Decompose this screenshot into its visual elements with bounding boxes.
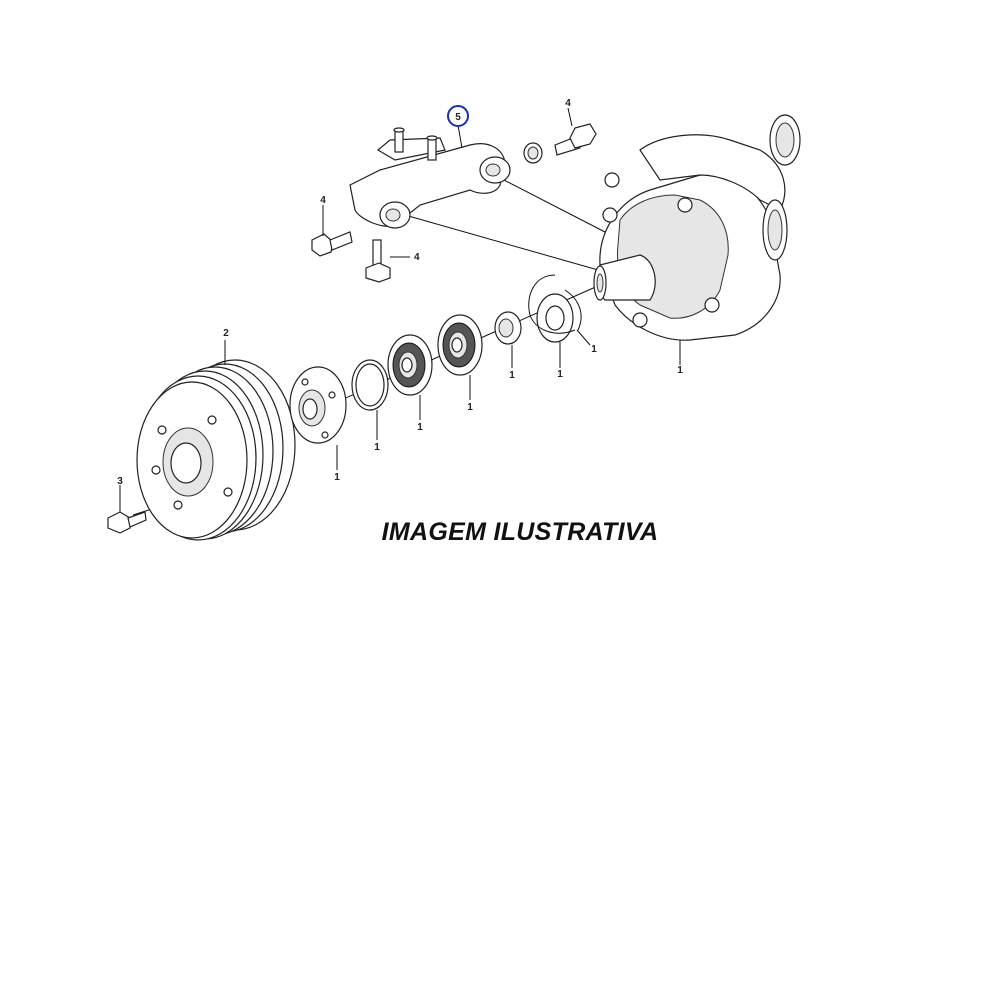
callout-3: 3 (117, 476, 123, 487)
pulley (136, 340, 296, 541)
snap-ring (536, 293, 574, 368)
callout-4-bottom: 4 (414, 252, 420, 263)
callout-5: 5 (455, 112, 461, 123)
circlip (528, 274, 591, 346)
callout-4-top: 4 (565, 98, 571, 109)
callout-1-ring: 1 (374, 442, 380, 453)
callout-4-left: 4 (320, 195, 326, 206)
callout-1-hub: 1 (334, 472, 340, 483)
leader-lines (119, 107, 573, 512)
bearing-race (494, 311, 522, 368)
callout-1-bearing-b: 1 (467, 402, 473, 413)
pulley-bolt (107, 511, 147, 534)
bracket-bolts (311, 231, 391, 283)
callout-1-pump: 1 (677, 365, 683, 376)
callout-2: 2 (223, 328, 229, 339)
bearing-b (437, 314, 483, 400)
mounting-bracket (349, 127, 511, 229)
callout-1-circlip: 1 (591, 344, 597, 355)
water-pump-housing (593, 114, 801, 365)
callout-1-race: 1 (509, 370, 515, 381)
bushing-and-bolt-top (523, 123, 597, 164)
highlight-circle (447, 105, 469, 127)
bearing-a (387, 334, 433, 420)
hub-flange (289, 366, 347, 470)
callout-1-bearing-a: 1 (417, 422, 423, 433)
callout-1-snapring: 1 (557, 369, 563, 380)
illustrative-image-caption: IMAGEM ILUSTRATIVA (381, 518, 659, 546)
retaining-ring (351, 359, 389, 440)
